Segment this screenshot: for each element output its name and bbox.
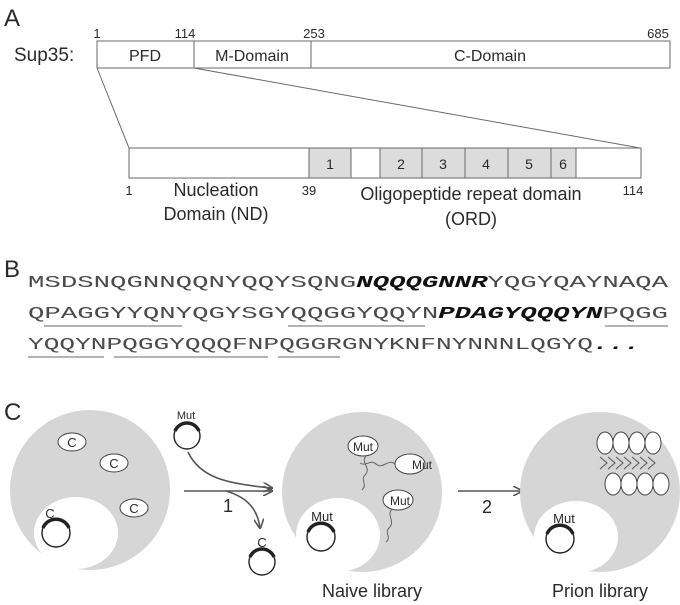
c-protein-1-label: C	[67, 435, 76, 450]
nd-tick-1: 1	[125, 183, 132, 198]
cell-2-vacuole	[296, 498, 380, 572]
repeat-5-label: 5	[525, 156, 533, 172]
aggregate-crossbeta	[599, 456, 656, 470]
sequence-ellipsis: ...	[593, 336, 640, 355]
sequence-line-2-a: Q	[28, 305, 44, 324]
incoming-mut-marker	[173, 421, 201, 432]
aggregate-monomer	[636, 472, 654, 496]
sequence-line-3-rest: RGNYKNFNYNNNLQGYQ	[326, 336, 593, 355]
sequence-line-2-b: QGYSGY	[192, 305, 290, 324]
naive-library-caption: Naive library	[322, 581, 422, 601]
aggregate-monomer	[620, 472, 638, 496]
aggregate-monomer	[596, 431, 614, 455]
repeat-4-label: 4	[482, 156, 490, 172]
cell-1-vacuole	[34, 497, 118, 569]
repeat-boxes	[308, 147, 577, 179]
tick-1: 1	[93, 26, 100, 41]
aggregate-monomer	[612, 431, 630, 455]
c-protein-2-label: C	[109, 456, 118, 471]
c-plasmid-label: C	[45, 506, 54, 521]
repeat-5	[507, 147, 552, 179]
prion-library-caption: Prion library	[552, 581, 648, 601]
cell-prion: Mut	[520, 412, 680, 573]
prion-aggregate	[596, 431, 670, 496]
sup35-label: Sup35:	[14, 45, 74, 66]
sequence-line-3-u3: PQGG	[263, 336, 326, 355]
tick-253: 253	[303, 26, 325, 41]
repeat-6	[550, 147, 577, 179]
zoom-line-left	[96, 67, 130, 149]
prion-mut-marker	[545, 523, 575, 535]
c-protein-3	[119, 498, 149, 518]
aggregate-monomer	[628, 431, 646, 455]
repeat-1	[308, 147, 352, 179]
sequence-line-2-u3: PQGG	[602, 305, 668, 324]
sequence-line-1-b: YQGYQAYNAQA	[487, 274, 668, 293]
ejected-c-label: C	[257, 535, 266, 550]
c-protein-1	[57, 432, 87, 452]
aggregate-monomer	[652, 472, 670, 496]
repeat-2-label: 2	[397, 156, 405, 172]
c-domain-label: C-Domain	[454, 48, 526, 65]
repeat-3-label: 3	[439, 156, 447, 172]
c-protein-3-label: C	[129, 501, 138, 516]
sequence-line-3-u1: YQQYN	[28, 336, 106, 355]
panel-c-label: C	[4, 399, 21, 426]
sequence-line-3-u2: PQGGYQQQFN	[106, 336, 263, 355]
cell-naive: Mut Mut Mut Mut	[282, 412, 442, 572]
transformation-step: Mut 1 C	[173, 410, 276, 576]
repeat-3	[421, 147, 466, 179]
mut-protein-1-label: Mut	[353, 440, 374, 454]
prion-plasmid-label: Mut	[553, 511, 575, 526]
cell-3-vacuole	[534, 501, 618, 573]
incoming-mut-label: Mut	[177, 410, 195, 422]
sequence-line-2-bold: PDAGYQQQYN	[438, 305, 604, 324]
pfd-label: PFD	[129, 48, 161, 65]
mut-protein-1-tail	[361, 455, 368, 491]
aggregate-monomer	[644, 431, 662, 455]
sequence-line-1-bold: NQQQGNNR	[356, 274, 489, 293]
tick-114: 114	[175, 26, 196, 41]
c-protein-2	[99, 453, 129, 473]
step-1-label: 1	[223, 496, 233, 516]
aggregate-monomer	[604, 472, 622, 496]
panel-a-label: A	[4, 5, 20, 32]
c-plasmid-marker	[41, 517, 71, 529]
arrow-step-1-curve	[187, 451, 272, 488]
nd-label-line2: Domain (ND)	[163, 204, 268, 224]
sequence-line-2-u1: PAGGYYQNY	[44, 305, 192, 324]
mut-protein-3-tail	[385, 508, 393, 543]
mut-protein-3-label: Mut	[390, 494, 411, 508]
sup35-bar	[96, 40, 671, 69]
ord-tick-114: 114	[623, 183, 644, 198]
naive-plasmid-label: Mut	[311, 509, 333, 524]
cell-initial: C C C C	[10, 410, 170, 570]
m-domain-label: M-Domain	[215, 48, 289, 65]
repeat-6-label: 6	[559, 156, 567, 172]
mut-protein-2-label: Mut	[412, 458, 433, 472]
sequence-line-1-a: MSDSNQGNNQQNYQQYSQNG	[28, 274, 356, 293]
nd-label-line1: Nucleation	[173, 180, 258, 200]
mut-protein-2-tail	[359, 461, 396, 467]
sequence-line-2-u2: QQGGYQQYN	[291, 305, 439, 324]
repeat-2	[379, 147, 423, 179]
ord-label-line2: (ORD)	[445, 209, 497, 229]
ord-label-line1: Oligopeptide repeat domain	[360, 184, 581, 204]
zoom-line-right	[193, 67, 641, 149]
step-2-label: 2	[482, 497, 492, 517]
tick-685: 685	[647, 26, 669, 41]
repeat-1-label: 1	[326, 156, 334, 172]
mut-protein-1	[347, 435, 379, 457]
naive-mut-marker	[306, 521, 336, 533]
arrow-eject	[225, 490, 260, 528]
panel-b-label: B	[4, 256, 20, 283]
ejected-c-marker	[248, 547, 276, 558]
mut-protein-3	[382, 489, 414, 511]
nd-tick-39: 39	[302, 183, 316, 198]
